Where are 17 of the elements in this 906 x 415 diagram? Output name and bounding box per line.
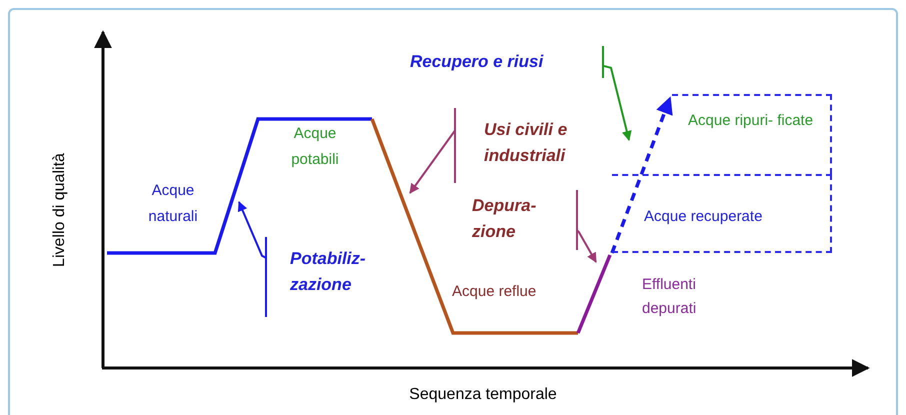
process-label: Depura- zione bbox=[472, 195, 538, 243]
process-label: Recupero e riusi bbox=[410, 51, 544, 73]
dashed-arrow bbox=[610, 96, 673, 254]
process-arrow bbox=[602, 64, 632, 141]
dashed-box: Acque recuperate bbox=[612, 174, 832, 253]
axis-title: Sequenza temporale bbox=[408, 385, 558, 405]
process-label: Usi civili e industriali bbox=[484, 119, 568, 167]
stage-label: Effluenti depurati bbox=[642, 275, 698, 319]
process-arrow bbox=[576, 230, 597, 263]
stage-label: Acque reflue bbox=[452, 282, 538, 302]
process-arrow bbox=[238, 201, 266, 259]
axis-title: Livello di qualità bbox=[50, 152, 69, 269]
stage-label: Acque naturali bbox=[147, 181, 199, 227]
dashed-box: Acque ripuri- ficate bbox=[672, 94, 832, 174]
stage-label: Acque potabili bbox=[290, 124, 340, 170]
process-label: Potabiliz- zazione bbox=[290, 248, 367, 296]
process-arrow bbox=[409, 130, 456, 194]
